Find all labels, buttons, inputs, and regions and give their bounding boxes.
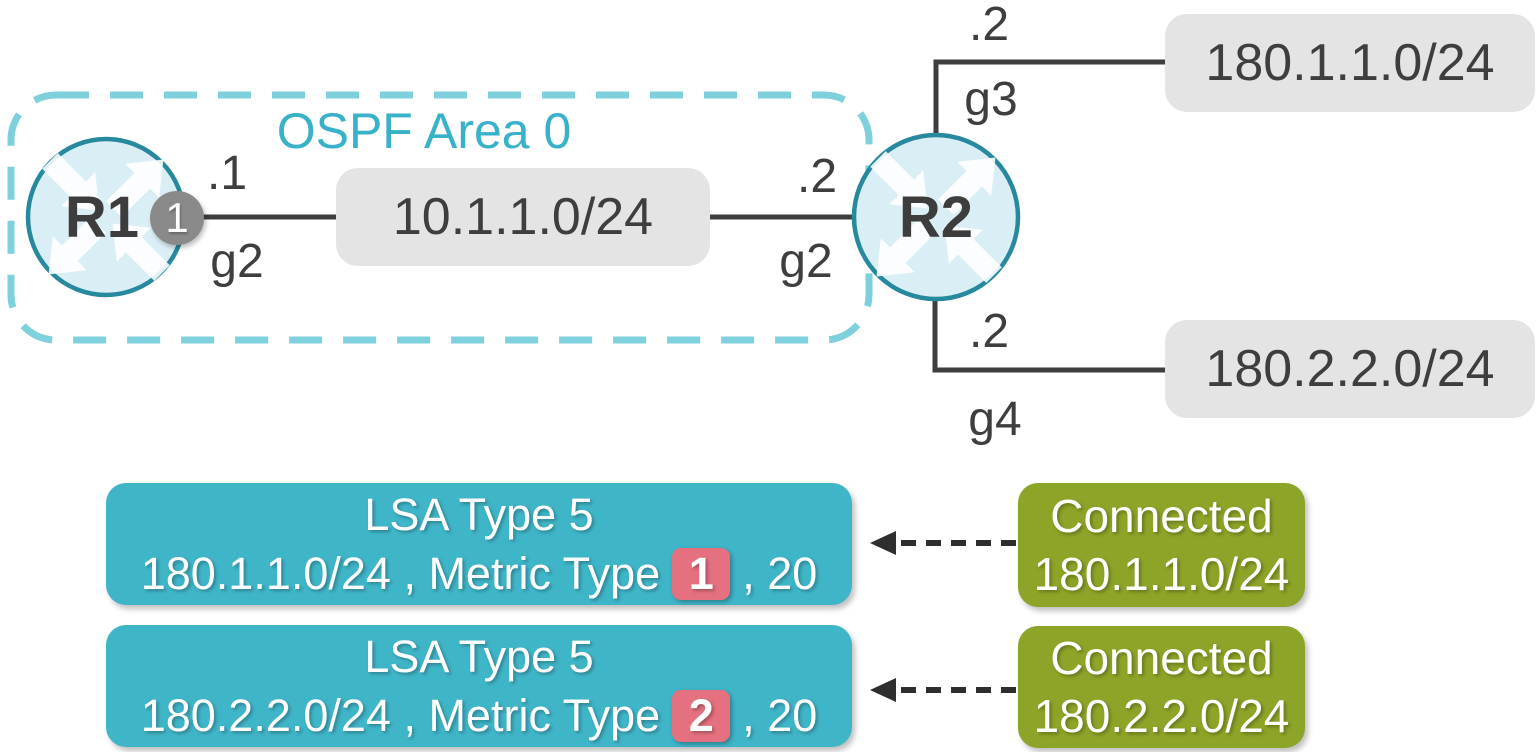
network-box-ext2: 180.2.2.0/24 [1165, 320, 1535, 418]
network-box-transit: 10.1.1.0/24 [336, 168, 710, 266]
metric-type-badge-2: 2 [672, 689, 731, 742]
router-r2-label: R2 [898, 185, 974, 250]
metric-type-badge-1: 1 [672, 547, 731, 600]
lsa1-title: LSA Type 5 [364, 489, 594, 540]
lsa2-cost-text: , 20 [742, 690, 818, 741]
r1-g2-ip-label: .1 [206, 147, 248, 200]
lsa2-title: LSA Type 5 [364, 631, 594, 682]
connected1-title: Connected [1050, 490, 1273, 542]
connected-box-2: Connected 180.2.2.0/24 [1018, 626, 1305, 748]
router-r2-icon [851, 132, 1021, 302]
step-1-badge: 1 [150, 191, 204, 245]
lsa1-detail: 180.1.1.0/24 , Metric Type 1 , 20 [140, 544, 818, 603]
lsa2-detail-text: 180.2.2.0/24 , Metric Type [140, 690, 661, 741]
r1-g2-if-label: g2 [210, 235, 264, 288]
lsa-type5-box-1: LSA Type 5 180.1.1.0/24 , Metric Type 1 … [106, 483, 852, 605]
connected2-title: Connected [1050, 632, 1273, 684]
r2-g3-ip-label: .2 [968, 0, 1010, 51]
r2-g4-ip-label: .2 [968, 305, 1010, 358]
lsa1-detail-text: 180.1.1.0/24 , Metric Type [140, 548, 661, 599]
r2-g3-if-label: g3 [964, 73, 1018, 126]
r2-g2-if-label: g2 [779, 235, 833, 288]
link-r2-ext2 [932, 295, 1165, 373]
r2-g2-ip-label: .2 [796, 150, 838, 203]
ospf-area-boundary [7, 91, 873, 344]
router-r1-label: R1 [64, 185, 140, 250]
lsa-type5-box-2: LSA Type 5 180.2.2.0/24 , Metric Type 2 … [106, 625, 852, 747]
connected-box-1: Connected 180.1.1.0/24 [1018, 483, 1305, 607]
lsa2-detail: 180.2.2.0/24 , Metric Type 2 , 20 [140, 686, 818, 745]
network-box-ext1: 180.1.1.0/24 [1165, 14, 1535, 112]
ospf-area-label: OSPF Area 0 [276, 103, 572, 159]
connected2-network: 180.2.2.0/24 [1033, 690, 1290, 742]
connected1-network: 180.1.1.0/24 [1033, 548, 1290, 600]
lsa1-cost-text: , 20 [742, 548, 818, 599]
link-r2-ext1 [933, 59, 1165, 140]
r2-g4-if-label: g4 [968, 393, 1022, 446]
